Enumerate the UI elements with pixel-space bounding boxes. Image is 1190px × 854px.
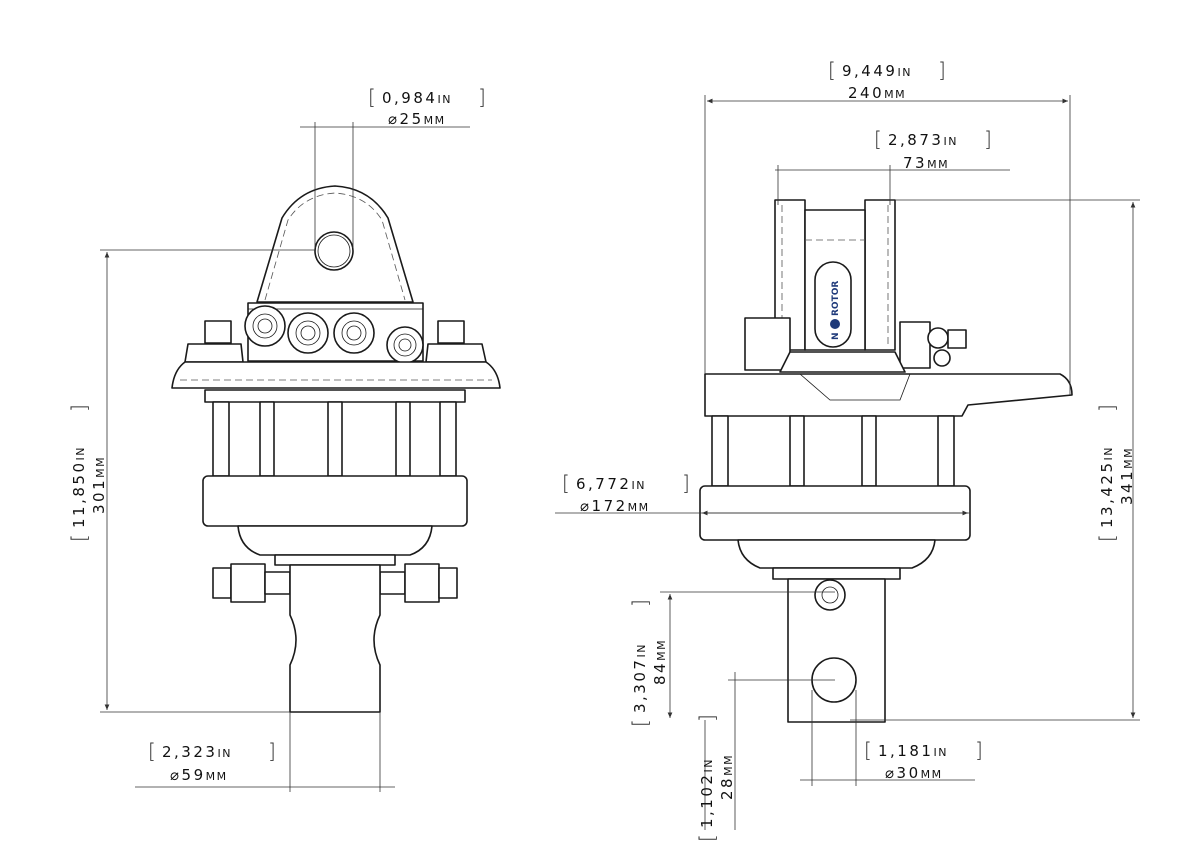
svg-text:]: ] <box>938 58 946 82</box>
rotor-logo: N ROTOR <box>830 281 841 340</box>
tie-rods <box>212 401 457 477</box>
dimension-height-left: [] 11,850IN 301MM <box>67 249 315 713</box>
svg-text:[: [ <box>695 834 719 842</box>
pin-hole <box>314 231 354 271</box>
svg-text:[: [ <box>1095 534 1119 542</box>
dimension-height-right: [] 13,425IN 341MM <box>850 199 1140 721</box>
front-view-rotator <box>171 185 501 713</box>
side-fittings <box>212 563 458 603</box>
svg-text:⌀59MM: ⌀59MM <box>170 766 228 784</box>
svg-text:0,984IN: 0,984IN <box>382 89 452 107</box>
top-flange <box>171 361 501 389</box>
svg-text:⌀25MM: ⌀25MM <box>388 110 446 128</box>
svg-text:]: ] <box>682 471 690 495</box>
svg-text:]: ] <box>268 739 276 763</box>
svg-text:]: ] <box>628 599 652 607</box>
svg-text:]: ] <box>984 127 992 151</box>
dimension-hole-offset: [] 1,102IN 28MM <box>695 672 835 842</box>
svg-text:]: ] <box>67 404 91 412</box>
svg-text:1,181IN: 1,181IN <box>878 742 948 760</box>
svg-text:[: [ <box>874 127 882 151</box>
dimension-shaft-hole: [] 1,181IN ⌀30MM <box>800 690 983 786</box>
dimension-body-diameter: [] 6,772IN ⌀172MM <box>555 471 970 516</box>
svg-text:28MM: 28MM <box>718 754 736 800</box>
svg-text:⌀172MM: ⌀172MM <box>580 497 650 515</box>
svg-text:341MM: 341MM <box>1118 447 1136 505</box>
tie-rods-side <box>711 415 955 487</box>
svg-text:[: [ <box>368 85 376 109</box>
svg-text:]: ] <box>478 85 486 109</box>
svg-text:2,323IN: 2,323IN <box>162 743 232 761</box>
top-plate <box>704 373 1073 417</box>
svg-text:2,873IN: 2,873IN <box>888 131 958 149</box>
dimension-pin-hole: [] 0,984IN ⌀25MM <box>300 85 486 248</box>
svg-text:[: [ <box>828 58 836 82</box>
svg-text:⌀30MM: ⌀30MM <box>885 764 943 782</box>
svg-text:11,850IN: 11,850IN <box>70 446 88 528</box>
svg-text:13,425IN: 13,425IN <box>1098 446 1116 528</box>
svg-text:9,449IN: 9,449IN <box>842 62 912 80</box>
side-view-rotator: N ROTOR <box>699 199 1073 723</box>
dimension-fork-width: [] 2,873IN 73MM <box>775 127 1010 205</box>
logo-badge <box>814 261 852 348</box>
svg-text:240MM: 240MM <box>848 84 906 102</box>
svg-text:[: [ <box>148 739 156 763</box>
svg-text:84MM: 84MM <box>651 639 669 685</box>
svg-text:]: ] <box>975 738 983 762</box>
housing-ring <box>202 475 468 527</box>
svg-text:ROTOR: ROTOR <box>831 281 841 316</box>
svg-text:[: [ <box>628 719 652 727</box>
svg-text:N: N <box>831 332 841 340</box>
fork-right <box>864 199 896 351</box>
svg-text:[: [ <box>562 471 570 495</box>
svg-text:]: ] <box>1095 404 1119 412</box>
shaft <box>289 564 381 713</box>
svg-text:301MM: 301MM <box>90 456 108 514</box>
dimension-total-width: [] 9,449IN 240MM <box>704 58 1071 395</box>
svg-text:[: [ <box>67 534 91 542</box>
svg-text:[: [ <box>864 738 872 762</box>
svg-text:3,307IN: 3,307IN <box>631 643 649 713</box>
svg-text:]: ] <box>695 714 719 722</box>
svg-text:6,772IN: 6,772IN <box>576 475 646 493</box>
svg-text:1,102IN: 1,102IN <box>698 758 716 828</box>
dimension-shaft-left: [] 2,323IN ⌀59MM <box>135 712 395 792</box>
svg-text:73MM: 73MM <box>903 154 949 172</box>
dimension-shaft-length: [] 3,307IN 84MM <box>628 591 835 727</box>
hose-fittings <box>244 305 424 364</box>
